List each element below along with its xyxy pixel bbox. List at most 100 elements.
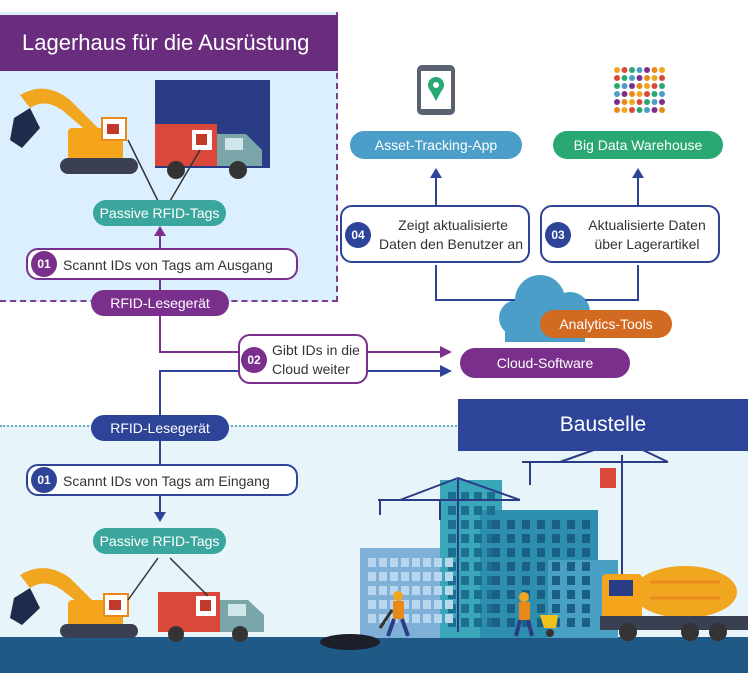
building-window bbox=[461, 548, 469, 557]
building-window bbox=[522, 548, 530, 557]
data-grid-dot bbox=[629, 99, 635, 105]
step-number: 01 bbox=[31, 467, 57, 493]
cloud-software-pill: Cloud-Software bbox=[460, 348, 630, 378]
building-window bbox=[461, 562, 469, 571]
analytics-tools-pill: Analytics-Tools bbox=[540, 310, 672, 338]
data-grid-dot bbox=[629, 107, 635, 113]
data-grid-dot bbox=[636, 75, 643, 81]
data-grid-dot bbox=[644, 99, 650, 105]
building-window bbox=[492, 548, 500, 557]
building-window bbox=[552, 604, 560, 613]
update-data-line1: Aktualisierte Daten bbox=[588, 217, 706, 233]
data-grid-dot bbox=[636, 91, 643, 97]
building-window bbox=[461, 506, 469, 515]
building-window bbox=[507, 520, 515, 529]
data-grid-dot bbox=[629, 75, 635, 81]
send-to-cloud-line2: Cloud weiter bbox=[272, 361, 350, 377]
data-grid-dot bbox=[644, 67, 650, 73]
building-window bbox=[492, 618, 500, 627]
building-window bbox=[448, 520, 456, 529]
building-window bbox=[412, 572, 420, 581]
data-grid-dot bbox=[659, 91, 665, 97]
building-window bbox=[434, 558, 442, 567]
excavator-bottom-icon bbox=[10, 568, 138, 638]
building-window bbox=[445, 586, 453, 595]
building-window bbox=[412, 586, 420, 595]
building-window bbox=[582, 520, 590, 529]
building-window bbox=[461, 534, 469, 543]
building-window bbox=[487, 618, 495, 627]
building-window bbox=[474, 590, 482, 599]
building-window bbox=[487, 576, 495, 585]
building-window bbox=[507, 590, 515, 599]
building-window bbox=[487, 548, 495, 557]
data-grid-dot bbox=[651, 91, 658, 97]
building-window bbox=[537, 520, 545, 529]
data-grid-dot bbox=[636, 107, 643, 113]
building-window bbox=[492, 590, 500, 599]
building-window bbox=[448, 506, 456, 515]
building-window bbox=[567, 534, 575, 543]
data-grid-dot bbox=[651, 83, 658, 89]
step-number: 02 bbox=[241, 347, 267, 373]
building-window bbox=[401, 586, 409, 595]
building-window bbox=[552, 534, 560, 543]
building-window bbox=[537, 604, 545, 613]
building-window bbox=[474, 506, 482, 515]
rfid-reader-bottom: RFID-Lesegerät bbox=[91, 415, 229, 441]
building-window bbox=[461, 576, 469, 585]
data-grid-dot bbox=[644, 83, 650, 89]
building-window bbox=[582, 548, 590, 557]
building-window bbox=[461, 604, 469, 613]
building-window bbox=[522, 576, 530, 585]
step-number: 01 bbox=[31, 251, 57, 277]
building-window bbox=[474, 492, 482, 501]
building-window bbox=[412, 558, 420, 567]
building-window bbox=[522, 618, 530, 627]
building-window bbox=[474, 520, 482, 529]
building-window bbox=[434, 614, 442, 623]
passive-tags-bottom: Passive RFID-Tags bbox=[93, 528, 226, 554]
building-window bbox=[448, 548, 456, 557]
building-window bbox=[492, 604, 500, 613]
building-window bbox=[582, 604, 590, 613]
crane-hook-block bbox=[600, 468, 616, 488]
data-grid-dot bbox=[659, 83, 665, 89]
data-grid-dot bbox=[614, 83, 620, 89]
building-window bbox=[401, 614, 409, 623]
building-window bbox=[401, 600, 409, 609]
scan-entry-text: Scannt IDs von Tags am Eingang bbox=[63, 473, 270, 489]
asphalt-pile bbox=[320, 634, 380, 650]
data-grid-dot bbox=[629, 91, 635, 97]
data-grid-dot bbox=[614, 91, 620, 97]
building-window bbox=[522, 534, 530, 543]
data-grid-dot bbox=[636, 99, 643, 105]
data-grid-dot bbox=[614, 99, 620, 105]
building-window bbox=[552, 562, 560, 571]
building-window bbox=[434, 586, 442, 595]
building-window bbox=[487, 562, 495, 571]
building-window bbox=[412, 614, 420, 623]
building-window bbox=[379, 614, 387, 623]
step-number: 03 bbox=[545, 222, 571, 248]
data-grid-dot bbox=[621, 91, 628, 97]
building-window bbox=[434, 600, 442, 609]
building-window bbox=[390, 586, 398, 595]
data-grid-dot bbox=[644, 75, 650, 81]
building-window bbox=[487, 604, 495, 613]
data-grid-dot bbox=[621, 99, 628, 105]
building-window bbox=[507, 618, 515, 627]
data-grid-dot bbox=[644, 107, 650, 113]
building-window bbox=[461, 492, 469, 501]
building-window bbox=[461, 520, 469, 529]
building-window bbox=[487, 506, 495, 515]
data-grid-dot bbox=[614, 75, 620, 81]
update-data-line2: über Lagerartikel bbox=[594, 236, 700, 252]
building-window bbox=[390, 558, 398, 567]
data-grid-dot bbox=[629, 83, 635, 89]
building-window bbox=[423, 600, 431, 609]
data-grid-dot bbox=[659, 99, 665, 105]
building-window bbox=[423, 558, 431, 567]
building-window bbox=[423, 586, 431, 595]
data-grid-dot bbox=[659, 75, 665, 81]
